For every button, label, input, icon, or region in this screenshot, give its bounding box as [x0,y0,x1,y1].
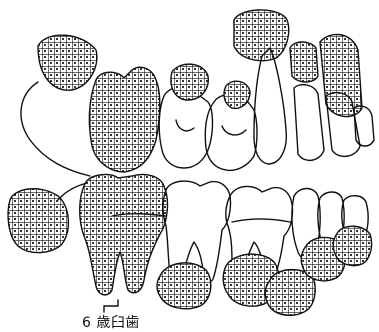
lower-deciduous-molar-2-cej [232,219,290,222]
upper-unerupted-tooth-1 [234,10,289,61]
upper-deciduous-molar-2-root [222,126,246,135]
upper-six-year-molar [89,67,159,172]
upper-deciduous-incisor-1 [294,85,324,161]
upper-deciduous-molar-1-root [176,120,194,131]
six-year-molar-label: 6 歳臼歯 [82,312,140,332]
upper-unerupted-tooth-4 [38,35,97,90]
upper-premolar-bud-1 [171,64,208,100]
lower-unerupted-tooth-3 [265,270,315,316]
lower-six-year-molar [80,174,168,294]
caption-leader-line [104,300,118,312]
upper-deciduous-canine [254,48,286,164]
upper-jaw-outline [21,82,90,176]
upper-unerupted-tooth-2 [290,42,318,82]
lower-unerupted-tooth-5 [333,226,371,265]
lower-unerupted-tooth-1 [157,263,211,309]
upper-premolar-bud-2 [224,81,250,108]
